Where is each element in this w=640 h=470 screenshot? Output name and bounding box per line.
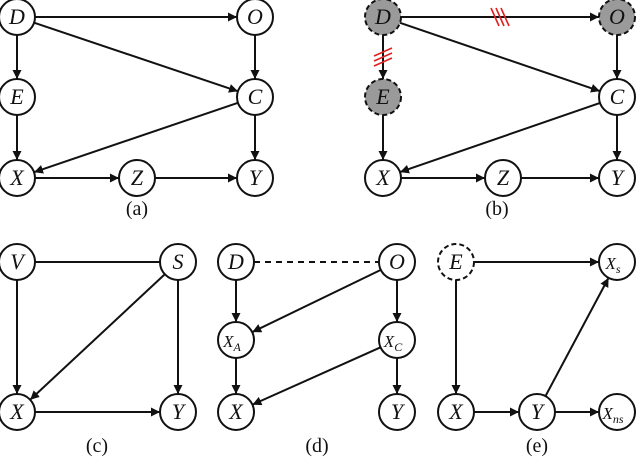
node-a-E: E <box>0 78 36 116</box>
node-label: E <box>9 84 24 109</box>
caption-d: (d) <box>305 435 328 457</box>
node-label: D <box>8 4 25 29</box>
edge-d-XC-X <box>252 346 381 406</box>
caption-b: (b) <box>485 198 508 220</box>
caption-a: (a) <box>126 198 148 220</box>
node-c-V: V <box>0 243 36 281</box>
node-label: Y <box>611 165 626 190</box>
node-label: X <box>228 399 244 424</box>
node-d-XC: XC <box>378 321 416 359</box>
node-c-Y: Y <box>159 393 197 431</box>
node-c-S: S <box>159 243 197 281</box>
node-d-XA: XA <box>217 321 255 359</box>
node-label: X <box>9 399 25 424</box>
node-subscript: C <box>394 340 403 354</box>
node-e-E: E <box>437 243 475 281</box>
node-label: X <box>375 165 391 190</box>
edge-a-C-X <box>33 101 239 174</box>
node-label: V <box>10 249 26 274</box>
edge-b-C-X <box>399 101 601 174</box>
node-label: Y <box>249 165 264 190</box>
node-c-X: X <box>0 393 36 431</box>
node-d-O: O <box>378 243 416 281</box>
node-label: C <box>610 84 625 109</box>
node-label: S <box>173 249 184 274</box>
node-d-D: D <box>217 243 255 281</box>
node-subscript: A <box>233 340 242 354</box>
node-e-Xs: Xs <box>598 243 636 281</box>
node-b-C: C <box>598 78 636 116</box>
node-b-Y: Y <box>598 159 636 197</box>
node-label: E <box>375 84 390 109</box>
node-e-Y: Y <box>518 393 556 431</box>
node-e-Xns: Xns <box>598 393 636 431</box>
node-a-C: C <box>236 78 274 116</box>
node-a-Z: Z <box>118 159 156 197</box>
edge-d-O-XA <box>251 268 382 334</box>
caption-e: (e) <box>526 435 548 457</box>
node-b-Z: Z <box>484 159 522 197</box>
node-b-O: O <box>598 0 636 36</box>
node-label: X <box>9 165 25 190</box>
node-b-X: X <box>364 159 402 197</box>
node-label: E <box>448 249 463 274</box>
edge-b-D-C <box>399 21 601 93</box>
captions-layer: (a) (b) (c) (d) (e) <box>86 198 548 457</box>
node-subscript: ns <box>613 412 624 426</box>
caption-c: (c) <box>86 435 108 457</box>
node-b-D: D <box>364 0 402 36</box>
node-a-O: O <box>236 0 274 36</box>
node-a-Y: Y <box>236 159 274 197</box>
edge-c-S-X <box>29 273 166 401</box>
node-label: X <box>448 399 464 424</box>
node-label: D <box>227 249 244 274</box>
edges-layer <box>12 7 622 417</box>
node-label: O <box>247 4 263 29</box>
edge-e-Y-Xs <box>544 277 610 397</box>
node-label: O <box>609 4 625 29</box>
node-label: Y <box>391 399 406 424</box>
node-b-E: E <box>364 78 402 116</box>
node-a-X: X <box>0 159 36 197</box>
node-d-X: X <box>217 393 255 431</box>
node-d-Y: Y <box>378 393 416 431</box>
node-label: Y <box>531 399 546 424</box>
node-e-X: X <box>437 393 475 431</box>
node-label: Z <box>497 165 510 190</box>
node-label: Y <box>172 399 187 424</box>
node-subscript: s <box>616 262 621 276</box>
edge-a-D-C <box>33 21 239 93</box>
node-label: D <box>374 4 391 29</box>
cut-mark-b-D-E <box>373 47 393 67</box>
node-label: C <box>248 84 263 109</box>
node-label: O <box>389 249 405 274</box>
node-a-D: D <box>0 0 36 36</box>
cut-mark-b-D-O <box>490 7 510 27</box>
node-label: Z <box>131 165 144 190</box>
